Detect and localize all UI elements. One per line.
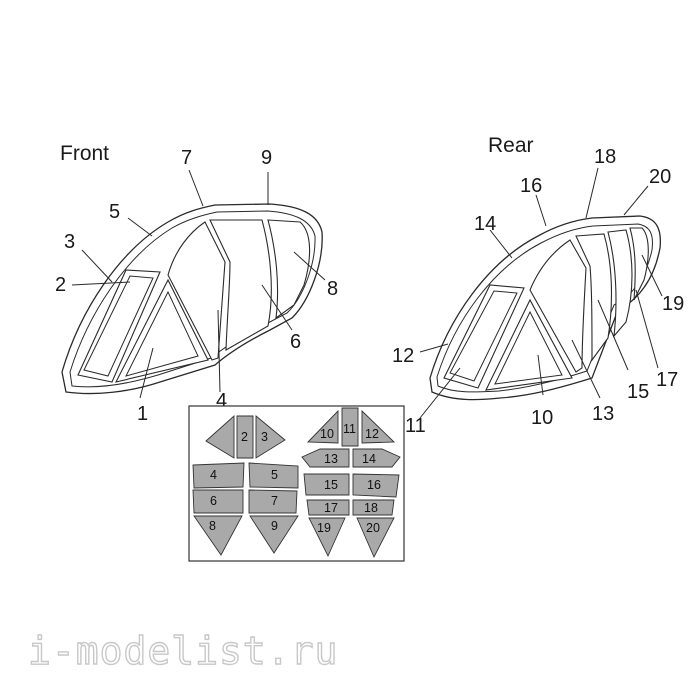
rear-label-18: 18: [594, 146, 616, 168]
front-label-6: 6: [290, 331, 301, 353]
mask-label-19: 19: [317, 521, 331, 535]
front-canopy-inner-rim: [69, 210, 316, 388]
mask-label-7: 7: [271, 494, 278, 508]
watermark: i-modelist.ru: [28, 629, 338, 673]
rear-panel-17: [607, 229, 633, 338]
mask-shape-7: [248, 489, 298, 514]
mask-shape-11: [341, 407, 359, 447]
rear-label-17: 17: [656, 369, 678, 391]
mask-label-14: 14: [362, 452, 376, 466]
mask-label-3: 3: [261, 430, 268, 444]
rear-panel-15: [575, 233, 613, 362]
mask-shape-12: [361, 409, 396, 444]
mask-label-15: 15: [324, 478, 338, 492]
rear-label-16: 16: [520, 175, 542, 197]
rear-panel-13: [529, 239, 587, 373]
rear-label-14: 14: [474, 213, 496, 235]
mask-label-17: 17: [324, 501, 338, 515]
mask-shape-2: [236, 415, 254, 459]
mask-label-5: 5: [271, 468, 278, 482]
mask-label-18: 18: [364, 501, 378, 515]
mask-shape-15: [303, 473, 350, 496]
mask-shape-6: [192, 489, 244, 514]
mask-shape-16: [352, 473, 400, 498]
front-label-2: 2: [55, 274, 66, 296]
rear-label-20: 20: [649, 166, 671, 188]
mask-label-4: 4: [210, 468, 217, 482]
front-label-1: 1: [137, 403, 148, 425]
mask-shape-17: [306, 499, 350, 516]
rear-panel-10-inner: [494, 310, 563, 385]
mask-shape-9: [249, 515, 299, 554]
rear-label-15: 15: [627, 381, 649, 403]
mask-shape-10: [306, 409, 339, 444]
front-label-8: 8: [327, 278, 338, 300]
mask-label-6: 6: [210, 494, 217, 508]
front-title: Front: [60, 142, 109, 165]
mask-label-20: 20: [366, 521, 380, 535]
rear-panel-11-inner: [449, 290, 518, 382]
mask-label-9: 9: [271, 519, 278, 533]
mask-shape-19: [308, 517, 346, 558]
front-panel-1-inner: [125, 290, 199, 377]
front-panel-2-inner: [83, 275, 154, 377]
mask-shape-8: [193, 515, 243, 556]
rear-panel-11: [443, 284, 525, 389]
mask-label-16: 16: [367, 478, 381, 492]
front-label-3: 3: [64, 231, 75, 253]
mask-shape-14: [352, 448, 401, 468]
rear-label-13: 13: [592, 403, 614, 425]
mask-shape-5: [248, 462, 299, 489]
rear-canopy: Rear 10 11 12 13 14 15: [392, 134, 684, 437]
mask-sheet: 2 3 4 5 6 7 8 9 10 11 12 13 14 15 16 17 …: [188, 405, 405, 562]
rear-title: Rear: [488, 134, 534, 157]
mask-label-12: 12: [365, 427, 379, 441]
rear-panel-10: [485, 298, 573, 391]
mask-shape-2a: [205, 414, 235, 459]
front-label-4: 4: [216, 390, 227, 412]
front-label-9: 9: [261, 147, 272, 169]
rear-label-10: 10: [531, 407, 553, 429]
mask-shape-13: [301, 448, 350, 468]
front-panel-6: [209, 219, 272, 351]
mask-label-13: 13: [324, 452, 338, 466]
mask-shape-18: [352, 499, 395, 516]
rear-label-19: 19: [662, 293, 684, 315]
rear-label-12: 12: [392, 345, 414, 367]
mask-shape-4: [192, 462, 245, 489]
mask-shape-3: [255, 415, 286, 459]
mask-label-8: 8: [209, 519, 216, 533]
mask-label-10: 10: [320, 427, 334, 441]
rear-canopy-inner-rim: [436, 223, 653, 393]
front-label-5: 5: [109, 201, 120, 223]
mask-label-11: 11: [343, 422, 356, 436]
mask-shape-20: [356, 517, 395, 559]
front-panel-2: [77, 269, 161, 383]
front-label-7: 7: [181, 147, 192, 169]
front-panel-8: [267, 219, 311, 320]
front-panel-1: [114, 278, 209, 383]
mask-label-2: 2: [241, 430, 248, 444]
front-canopy: Front 1 2 3 4 5 6 7 8 9: [55, 142, 338, 425]
rear-label-11: 11: [405, 415, 426, 437]
rear-panel-19: [629, 227, 649, 301]
